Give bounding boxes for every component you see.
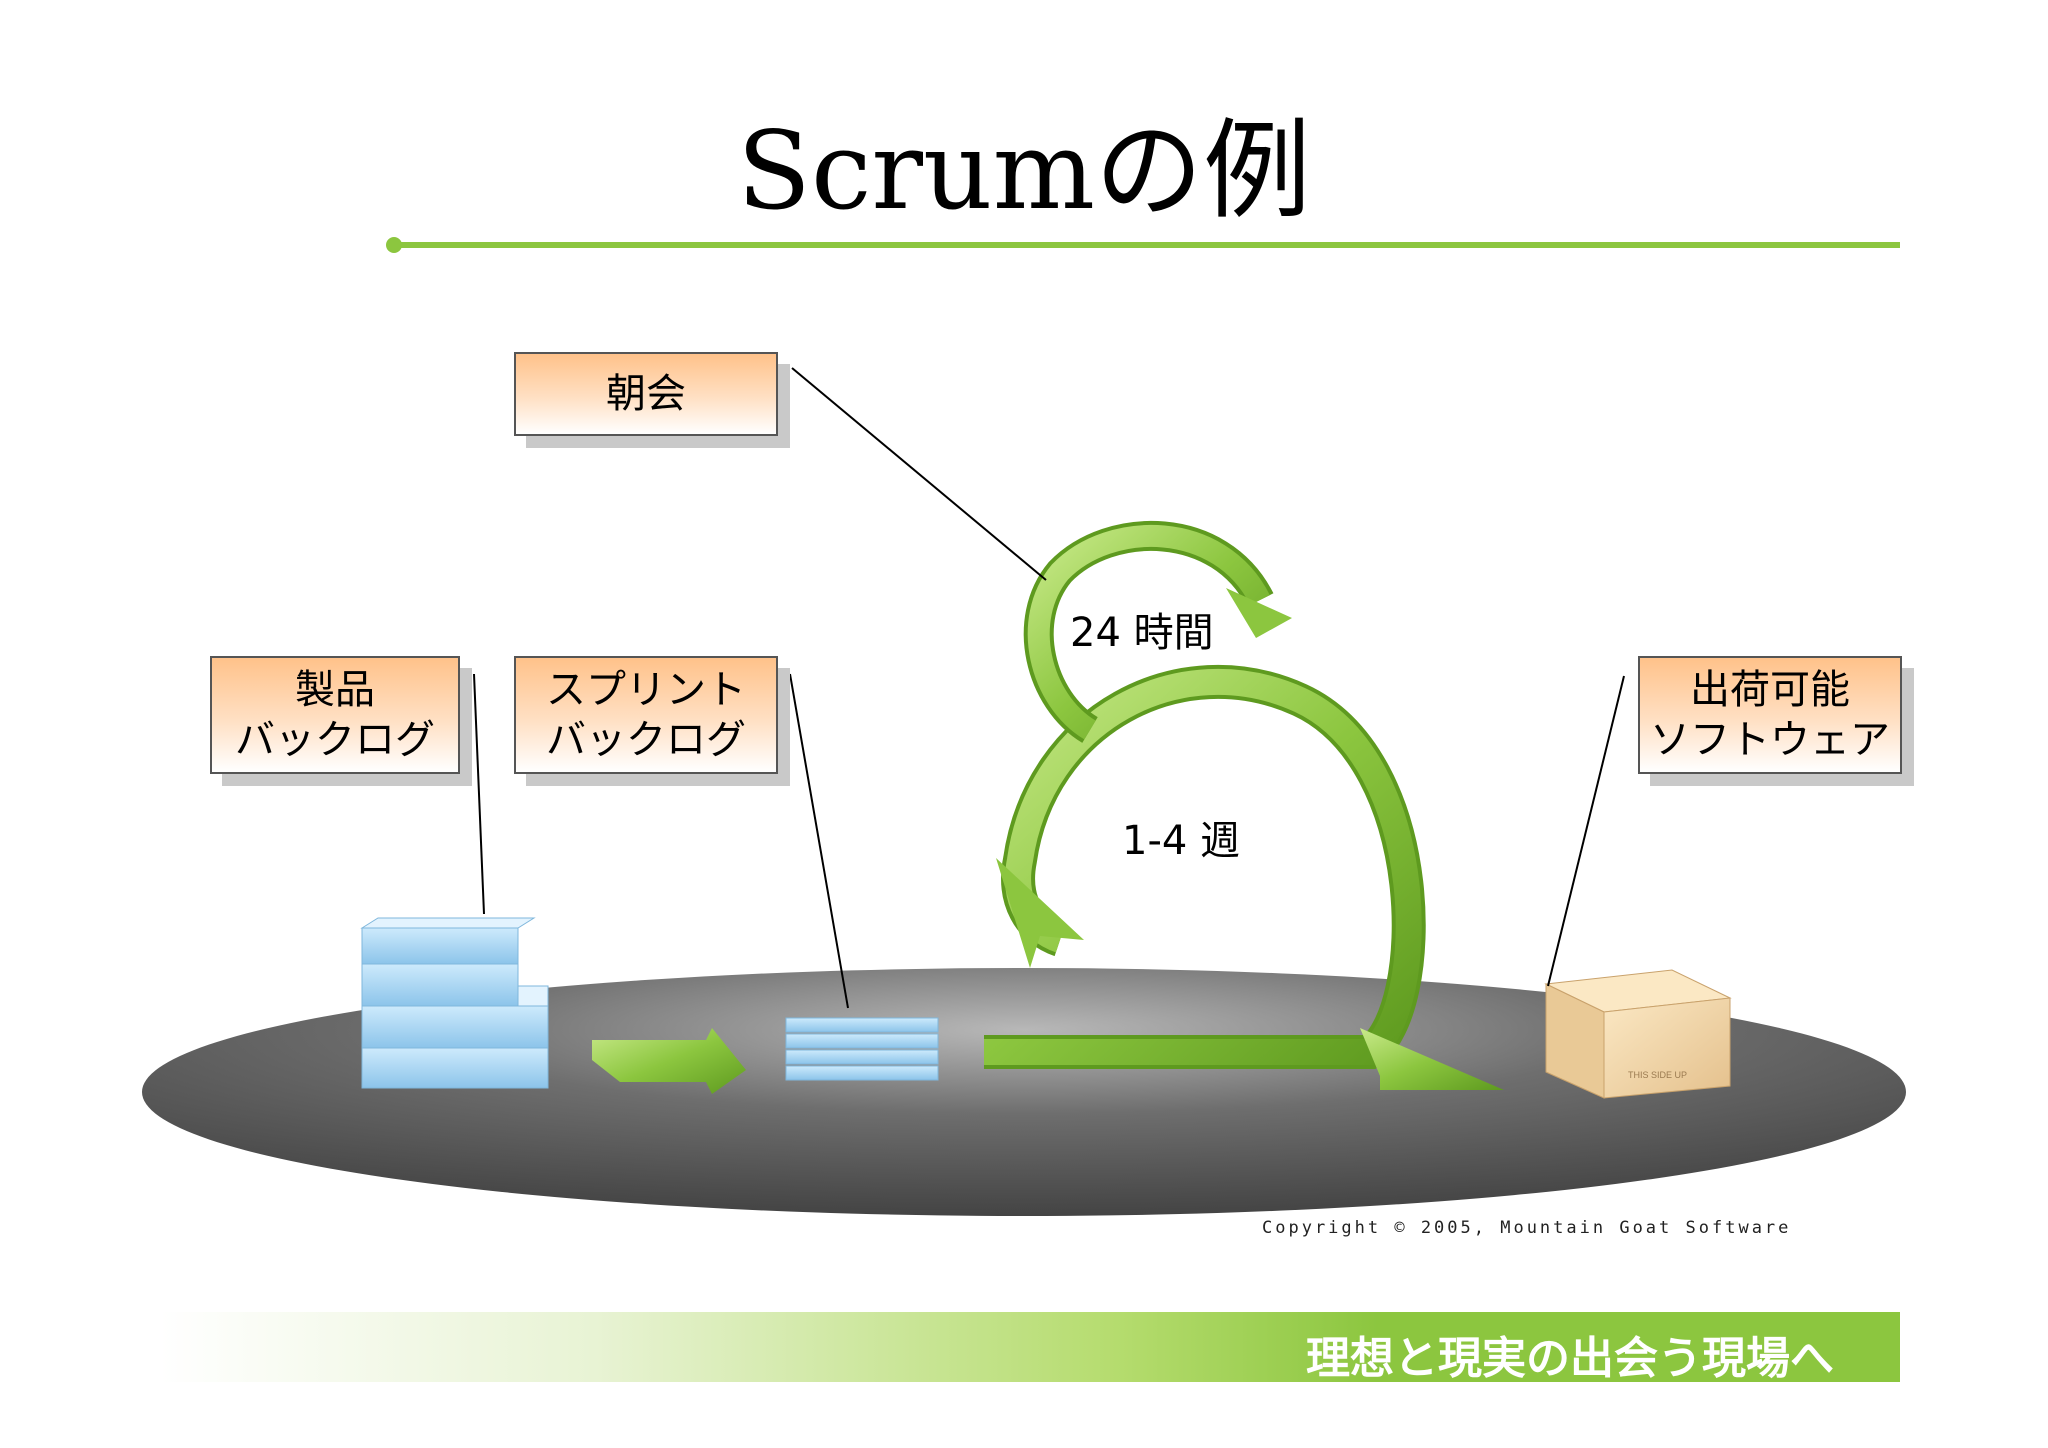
title-underline (392, 242, 1900, 248)
platform-ellipse (142, 968, 1906, 1216)
connector-sprint-backlog (789, 673, 849, 1009)
title-underline-dot (386, 237, 402, 253)
product-backlog-stack-icon (360, 917, 549, 1089)
daily-scrum-label: 朝会 (514, 352, 778, 436)
connector-product-backlog (473, 673, 485, 915)
sprint-cycle-label: 1-4 週 (1122, 818, 1241, 864)
product-backlog-label: 製品 バックログ (210, 656, 460, 774)
footer-bar (160, 1312, 1900, 1382)
slide-title: Scrumの例 (736, 109, 1312, 234)
sprint-cycle-arrow-icon (984, 664, 1504, 1090)
daily-cycle-label: 24 時間 (1070, 610, 1214, 656)
shippable-software-box-icon: THIS SIDE UP (1544, 969, 1732, 1099)
shippable-software-label: 出荷可能 ソフトウェア (1638, 656, 1902, 774)
sprint-backlog-label: スプリント バックログ (514, 656, 778, 774)
box-text: THIS SIDE UP (1628, 1070, 1687, 1080)
copyright-notice: Copyright © 2005, Mountain Goat Software (1262, 1218, 1792, 1238)
connector-shippable (1547, 675, 1625, 987)
connector-daily (791, 367, 1047, 581)
footer-tagline: 理想と現実の出会う現場へ (1306, 1333, 1834, 1384)
daily-cycle-arrow-icon (1023, 521, 1292, 743)
sprint-backlog-stack-icon (785, 1017, 939, 1081)
flow-arrow-icon (592, 1028, 746, 1094)
